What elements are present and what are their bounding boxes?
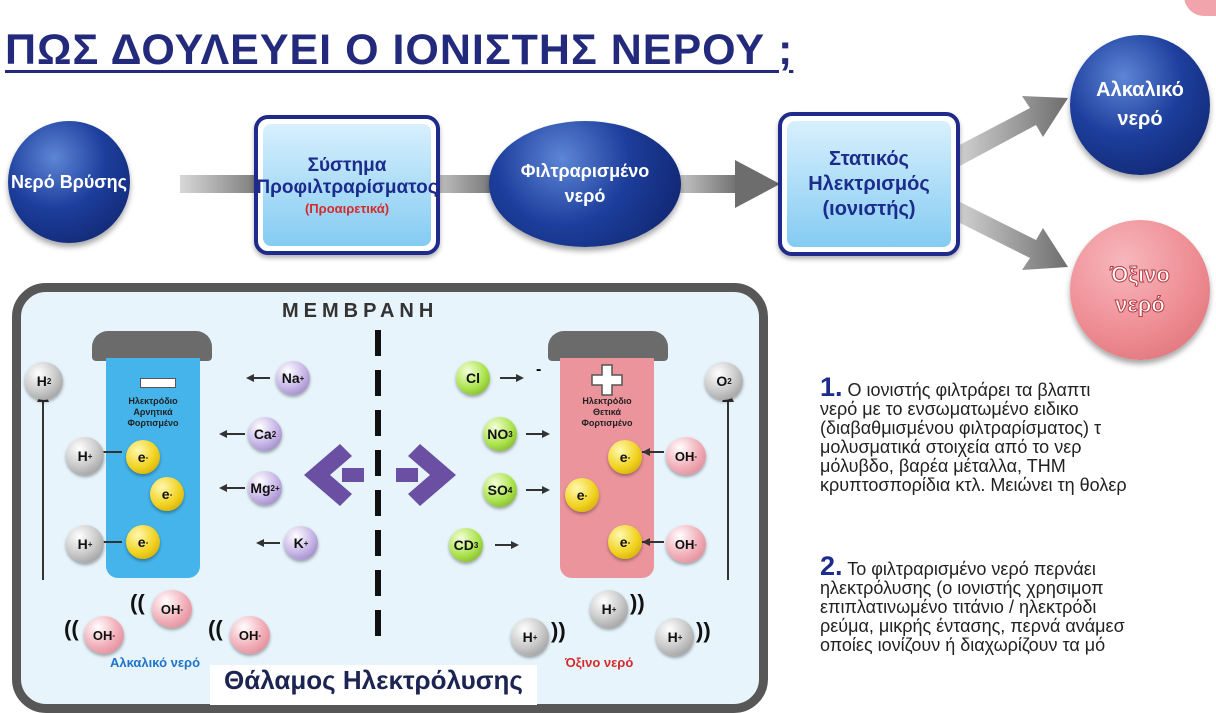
acid-water-label: Όξινο νερό	[565, 655, 634, 670]
chloride-ion: Cl	[456, 361, 490, 395]
paragraph-line: κρυπτοσπορίδια κτλ. Μειώνει τη θολερ	[820, 475, 1127, 495]
paragraph-line: επιπλατινωμένο τιτάνιο / ηλεκτρόδι	[820, 597, 1097, 617]
paragraph-1-number: 1.	[820, 372, 843, 402]
filtered-label-1: Φιλτραρισμένο	[520, 161, 650, 181]
corner-decoration	[1184, 0, 1216, 16]
chamber-caption: Θάλαμος Ηλεκτρόλυσης	[210, 665, 537, 705]
acid-water-circle: Όξινο νερό	[1070, 220, 1210, 360]
acid-label-2: νερό	[1115, 292, 1166, 318]
hydroxide-ion: OH-	[666, 525, 706, 563]
paragraph-line: νερό με το ενσωματωμένο ειδικο	[820, 399, 1079, 419]
negative-electrode-label: Ηλεκτρόδιο Αρνητικά Φορτισμένο	[127, 396, 179, 428]
minus-sign-icon	[140, 378, 176, 388]
alkaline-water-label: Αλκαλικό νερό	[110, 655, 201, 670]
paragraph-line: ηλεκτρόλυσης (ο ιονιστής χρησιμοπ	[820, 578, 1104, 598]
negative-electrode-cap	[92, 331, 212, 361]
electron: e-	[608, 440, 642, 474]
alkaline-label-1: Αλκαλικό	[1096, 79, 1184, 101]
potassium-ion: K+	[284, 526, 318, 560]
static-title-2: Ηλεκτρισμός	[808, 172, 930, 195]
connector-3	[665, 175, 740, 193]
electron: e-	[126, 440, 160, 474]
membrane-label: ΜΕΜΒΡΑΝΗ	[282, 300, 439, 322]
filtered-water-circle: Φιλτραρισμένο νερό	[489, 121, 681, 247]
positive-electrode-label: Ηλεκτρόδιο Θετικά Φορτισμένο	[581, 396, 633, 428]
paragraph-2-number: 2.	[820, 551, 843, 581]
tap-water-label: Νερό Βρύσης	[11, 171, 127, 192]
arrow-down-acid	[950, 200, 1068, 270]
center-arrows	[304, 444, 456, 506]
alkaline-water-circle: Αλκαλικό νερό	[1070, 35, 1210, 175]
page-title: ΠΩΣ ΔΟΥΛΕΥΕΙ Ο ΙΟΝΙΣΤΗΣ ΝΕΡΟΥ ;	[5, 26, 794, 74]
electron: e-	[150, 477, 184, 511]
static-electricity-box: Στατικός Ηλεκτρισμός (ιονιστής)	[778, 112, 960, 256]
hydrogen-ion: H+	[590, 590, 628, 628]
positive-electrode-cap	[548, 331, 668, 361]
membrane-line	[375, 330, 381, 650]
hydrogen-ion: H+	[66, 525, 104, 563]
paragraph-2: 2. Το φιλτραρισμένο νερό περνάει ηλεκτρό…	[820, 553, 1125, 655]
hydroxide-ion: OH-	[152, 590, 192, 628]
connector-1	[180, 175, 270, 193]
hydrogen-ion: H+	[66, 437, 104, 475]
paragraph-line: ρεύμα, μικρής έντασης, περνά ανάμεσ	[820, 616, 1125, 636]
plus-sign-icon	[591, 364, 623, 396]
static-title-1: Στατικός	[829, 147, 909, 170]
connector-2	[420, 175, 500, 193]
prefilter-title-1: Σύστημα	[307, 154, 387, 176]
hydroxide-ion: OH-	[666, 437, 706, 475]
sodium-ion: Na+	[276, 361, 310, 395]
acid-label-1: Όξινο	[1110, 262, 1171, 288]
hydroxide-ion: OH-	[230, 616, 270, 654]
arrow-head-1	[735, 160, 780, 208]
flow-arrows	[180, 96, 1068, 270]
paragraph-line: μόλυβδο, βαρέα μέταλλα, ΤΗΜ	[820, 456, 1066, 476]
static-title-3: (ιονιστής)	[822, 197, 916, 220]
chloride-minus: -	[536, 361, 542, 378]
paragraph-line: (διαβαθμισμένου φιλτραρίσματος) τ	[820, 418, 1102, 438]
filtered-label-2: νερό	[564, 186, 606, 206]
paragraph-line: μολυσματικά στοιχεία από το νερ	[820, 437, 1082, 457]
alkaline-label-2: νερό	[1117, 108, 1163, 130]
electron: e-	[608, 525, 642, 559]
prefilter-title-2: Προφιλτραρίσματος	[256, 176, 438, 198]
electron: e-	[126, 525, 160, 559]
paragraph-1: 1. Ο ιονιστής φιλτράρει τα βλαπτι νερό μ…	[820, 374, 1127, 495]
hydrogen-ion: H+	[656, 618, 694, 656]
prefilter-optional: (Προαιρετικά)	[304, 200, 390, 216]
paragraph-line: Το φιλτραρισμένο νερό περνάει	[847, 559, 1096, 579]
paragraph-line: Ο ιονιστής φιλτράρει τα βλαπτι	[847, 380, 1091, 400]
arrow-up-alkaline	[950, 96, 1068, 168]
hydroxide-ion: OH-	[84, 616, 124, 654]
paragraph-line: οποίες ιονίζουν ή διαχωρίζουν τα μό	[820, 635, 1106, 655]
electron: e-	[565, 478, 599, 512]
hydrogen-ion: H+	[511, 618, 549, 656]
tap-water-circle: Νερό Βρύσης	[8, 121, 130, 243]
prefilter-box: Σύστημα Προφιλτραρίσματος (Προαιρετικά)	[254, 115, 440, 255]
